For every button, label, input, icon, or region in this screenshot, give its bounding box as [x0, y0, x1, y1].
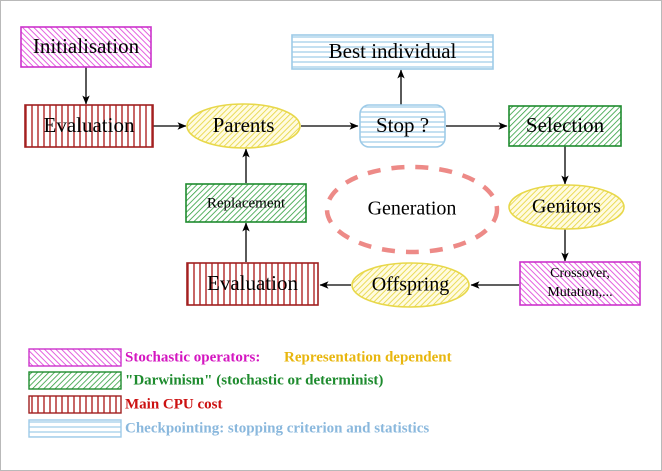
node-selection[interactable]: Selection — [508, 105, 622, 147]
node-stop-label: Stop ? — [376, 113, 429, 137]
legend-item-cpu-cost: Main CPU cost — [28, 395, 223, 414]
legend-item-darwinism: "Darwinism" (stochastic or determinist) — [28, 371, 383, 390]
node-evaluation-bottom[interactable]: Evaluation — [186, 262, 319, 306]
node-parents-label: Parents — [213, 113, 275, 137]
node-evaluation-top[interactable]: Evaluation — [24, 104, 154, 148]
node-best-individual[interactable]: Best individual — [291, 34, 494, 70]
node-genitors-label: Genitors — [532, 196, 601, 218]
node-offspring-label: Offspring — [372, 274, 449, 296]
node-replacement-label: Replacement — [207, 195, 286, 211]
node-operators-label-line1: Crossover, — [550, 266, 610, 281]
node-parents[interactable]: Parents — [186, 103, 301, 149]
legend: Stochastic operators: Representation dep… — [28, 348, 452, 438]
legend-swatch-checkpointing — [28, 419, 122, 438]
legend-item-checkpointing: Checkpointing: stopping criterion and st… — [28, 419, 429, 438]
node-stop[interactable]: Stop ? — [359, 104, 446, 148]
generation-dashed-ellipse — [324, 164, 500, 255]
node-selection-label: Selection — [526, 113, 605, 137]
legend-swatch-cpu-cost — [28, 395, 122, 414]
legend-swatch-stochastic — [28, 348, 122, 367]
node-evaluation-top-label: Evaluation — [44, 113, 135, 137]
legend-swatch-darwinism — [28, 371, 122, 390]
node-initialisation-label: Initialisation — [33, 34, 140, 58]
legend-label-checkpointing: Checkpointing: stopping criterion and st… — [125, 420, 429, 436]
node-generation: Generation — [324, 164, 500, 255]
node-best-individual-label: Best individual — [329, 39, 457, 63]
node-initialisation[interactable]: Initialisation — [20, 26, 152, 68]
node-operators-label-line2: Mutation,... — [547, 285, 612, 300]
legend-label-stochastic: Stochastic operators: — [125, 349, 260, 365]
node-offspring[interactable]: Offspring — [351, 262, 470, 308]
legend-label-representation-dependent: Representation dependent — [284, 349, 452, 365]
node-operators[interactable]: Crossover, Mutation,... — [519, 261, 641, 306]
node-replacement[interactable]: Replacement — [185, 183, 307, 223]
node-generation-label: Generation — [368, 198, 457, 220]
node-genitors[interactable]: Genitors — [508, 184, 625, 230]
legend-label-darwinism: "Darwinism" (stochastic or determinist) — [125, 372, 383, 388]
legend-item-stochastic: Stochastic operators: Representation dep… — [28, 348, 452, 367]
node-evaluation-bottom-label: Evaluation — [207, 271, 298, 295]
legend-label-cpu-cost: Main CPU cost — [125, 396, 223, 412]
